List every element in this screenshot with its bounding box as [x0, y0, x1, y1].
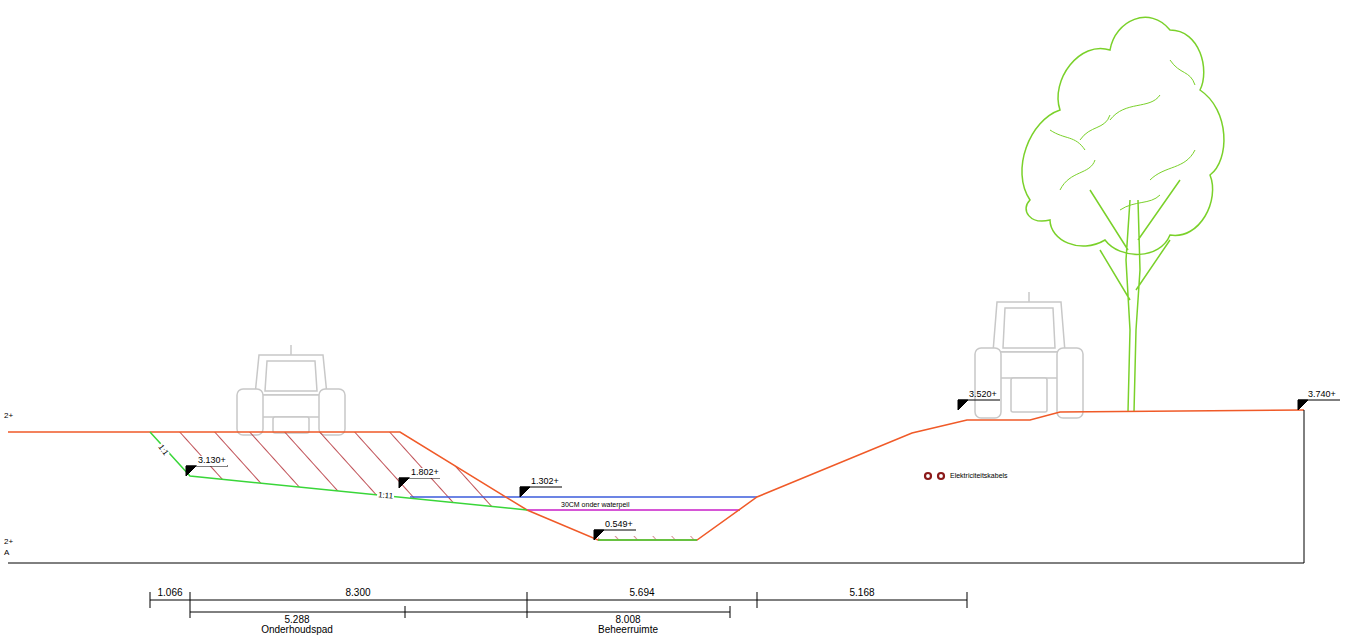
excavation-hatch	[150, 432, 527, 510]
level-marker: 0.549+	[605, 520, 633, 530]
cable-label: Elektriciteitskabels	[950, 472, 1008, 480]
level-marker: 1.302+	[531, 477, 559, 487]
edge-label: A	[4, 549, 9, 558]
dimension: 5.288	[284, 614, 309, 625]
new-profile	[150, 432, 527, 510]
level-markers	[186, 400, 1340, 540]
slope-ratio: 1:11	[377, 491, 395, 501]
edge-label: 2+	[4, 412, 13, 421]
level-marker: 1.802+	[410, 468, 440, 478]
tractor	[975, 292, 1083, 418]
offset-line	[527, 509, 740, 511]
dimension: 1.066	[157, 587, 182, 598]
new-bottom	[598, 539, 697, 541]
level-marker: 3.520+	[969, 390, 997, 400]
dimension: 8.300	[345, 587, 370, 598]
dimension-lines	[150, 592, 967, 618]
level-marker: 3.130+	[197, 456, 227, 466]
zone-name: Onderhoudspad	[261, 624, 333, 635]
tractor	[237, 345, 345, 435]
zone-name: Beheerruimte	[598, 624, 658, 635]
electricity-cables	[925, 473, 944, 479]
level-marker: 3.740+	[1308, 390, 1336, 400]
dimension: 5.694	[629, 587, 654, 598]
existing-profile	[8, 410, 1304, 540]
water-note: 30CM onder waterpeil	[561, 501, 629, 509]
dimension: 5.168	[849, 587, 874, 598]
dimension: 8.008	[615, 614, 640, 625]
reference-line	[8, 410, 1304, 563]
edge-label: 2+	[4, 538, 13, 547]
slope-ratio: 1:1	[155, 442, 170, 458]
bottom-hatch	[598, 536, 697, 540]
water-level	[410, 496, 757, 498]
